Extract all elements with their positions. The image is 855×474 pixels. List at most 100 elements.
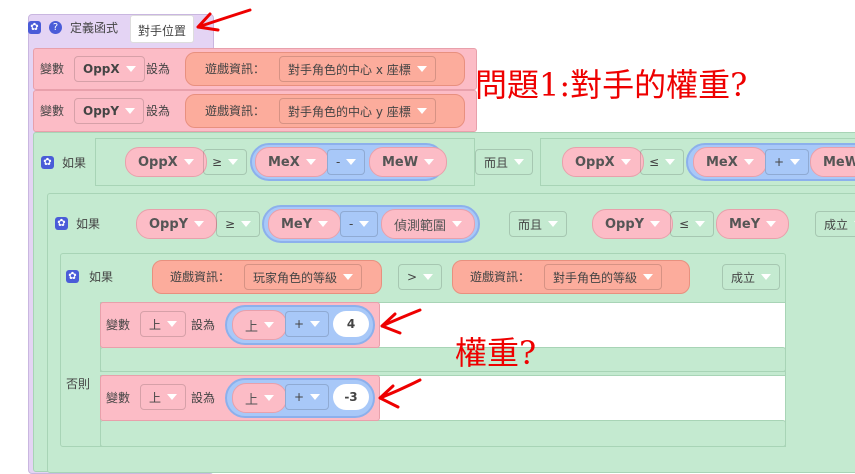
arrow-icon	[380, 308, 422, 335]
operator: ≤	[679, 217, 690, 231]
else-label: 否則	[66, 377, 91, 391]
variable-name: MeW	[382, 154, 419, 170]
holds-dropdown[interactable]: 成立	[815, 211, 855, 237]
variable-reporter[interactable]: OppX	[562, 147, 644, 177]
operator: +	[294, 317, 305, 331]
math-operator-dropdown[interactable]: +	[765, 149, 810, 175]
variable-reporter[interactable]: MeX	[255, 147, 329, 177]
arrow-icon	[196, 8, 252, 32]
compare-dropdown[interactable]: ≤	[640, 149, 685, 175]
operator: ≤	[649, 155, 660, 169]
define-function-label: 定義函式	[70, 21, 119, 35]
set-to-label: 設為	[146, 62, 171, 76]
operator: ≥	[212, 155, 223, 169]
variable-reporter[interactable]: MeY	[268, 209, 342, 239]
holds-dropdown[interactable]: 成立	[722, 264, 781, 290]
gear-icon[interactable]: ✿	[55, 217, 68, 230]
operator: 而且	[518, 217, 543, 232]
field-name: 對手角色的中心 y 座標	[288, 104, 411, 119]
variable-name: OppY	[83, 104, 120, 118]
variable-name: OppX	[83, 62, 120, 76]
variable-reporter[interactable]: 偵測範圍	[381, 209, 476, 239]
compare-dropdown[interactable]: >	[398, 264, 443, 290]
set-keyword: 變數	[40, 104, 65, 118]
operator: ≥	[225, 217, 236, 231]
operator: 成立	[824, 217, 849, 232]
field-name: 對手角色的等級	[553, 270, 638, 285]
operator: -	[336, 155, 341, 169]
set-to-label: 設為	[146, 104, 171, 118]
game-info-dropdown[interactable]: 玩家角色的等級	[244, 264, 363, 290]
set-to-label: 設為	[191, 318, 216, 332]
operator: -	[349, 217, 354, 231]
variable-dropdown[interactable]: OppX	[74, 56, 145, 82]
if-keyword: 如果	[76, 217, 101, 231]
game-info-label: 遊戲資訊：	[205, 104, 266, 118]
operator: 而且	[484, 155, 509, 170]
variable-name: 偵測範圍	[394, 218, 447, 234]
variable-reporter[interactable]: MeX	[693, 147, 767, 177]
set-keyword: 變數	[40, 62, 65, 76]
field-name: 對手角色的中心 x 座標	[288, 62, 411, 77]
red-arrow-icons	[196, 8, 422, 409]
variable-reporter[interactable]: MeW	[810, 147, 855, 177]
compare-dropdown[interactable]: ≤	[670, 211, 715, 237]
compare-dropdown[interactable]: ≥	[216, 211, 261, 237]
operator: +	[774, 155, 785, 169]
game-info-label: 遊戲資訊：	[205, 62, 266, 76]
variable-dropdown[interactable]: 上	[140, 311, 187, 337]
variable-reporter[interactable]: OppY	[592, 209, 674, 239]
variable-name: 上	[245, 319, 259, 335]
variable-reporter[interactable]: MeW	[369, 147, 448, 177]
logic-dropdown[interactable]: 而且	[509, 211, 568, 237]
game-info-dropdown[interactable]: 對手角色的中心 x 座標	[279, 56, 436, 82]
variable-name: OppX	[138, 154, 178, 170]
then-footer	[100, 347, 786, 372]
game-info-dropdown[interactable]: 對手角色的中心 y 座標	[279, 98, 436, 124]
logic-dropdown[interactable]: 而且	[475, 149, 534, 175]
variable-name: MeY	[281, 216, 313, 232]
set-keyword: 變數	[106, 318, 131, 332]
gear-icon[interactable]: ✿	[66, 270, 79, 283]
variable-reporter[interactable]: OppX	[125, 147, 207, 177]
variable-name: OppY	[149, 216, 189, 232]
variable-name: MeY	[729, 216, 761, 232]
number-input[interactable]: -3	[333, 384, 369, 410]
math-operator-dropdown[interactable]: -	[340, 211, 379, 237]
variable-name: MeW	[823, 154, 855, 170]
variable-dropdown[interactable]: 上	[140, 384, 187, 410]
gear-icon[interactable]: ✿	[41, 156, 54, 169]
variable-reporter[interactable]: MeY	[716, 209, 790, 239]
operator: +	[294, 390, 305, 404]
variable-name: OppY	[605, 216, 645, 232]
game-info-label: 遊戲資訊：	[470, 270, 531, 284]
set-to-label: 設為	[191, 391, 216, 405]
variable-name: 上	[149, 317, 162, 332]
operator: >	[407, 270, 418, 284]
game-info-dropdown[interactable]: 對手角色的等級	[544, 264, 663, 290]
variable-reporter[interactable]: 上	[232, 383, 288, 413]
variable-name: OppX	[575, 154, 615, 170]
if-keyword: 如果	[62, 156, 87, 170]
help-icon[interactable]: ?	[49, 21, 62, 34]
if-keyword: 如果	[89, 270, 114, 284]
math-operator-dropdown[interactable]: +	[285, 384, 330, 410]
else-footer	[100, 420, 786, 447]
math-operator-dropdown[interactable]: +	[285, 311, 330, 337]
game-info-label: 遊戲資訊：	[170, 270, 231, 284]
variable-dropdown[interactable]: OppY	[74, 98, 145, 124]
gear-icon[interactable]: ✿	[28, 21, 41, 34]
operator: 成立	[731, 270, 756, 285]
annotation-weight: 權重?	[455, 334, 537, 372]
set-keyword: 變數	[106, 391, 131, 405]
variable-name: MeX	[268, 154, 300, 170]
math-operator-dropdown[interactable]: -	[327, 149, 366, 175]
annotation-question-1: 問題1:對手的權重?	[475, 66, 748, 104]
variable-reporter[interactable]: 上	[232, 310, 288, 340]
number-input[interactable]: 4	[333, 311, 369, 337]
variable-name: 上	[245, 392, 259, 408]
variable-name: 上	[149, 390, 162, 405]
compare-dropdown[interactable]: ≥	[203, 149, 248, 175]
function-name-field[interactable]: 對手位置	[130, 15, 195, 43]
field-name: 玩家角色的等級	[253, 270, 338, 285]
